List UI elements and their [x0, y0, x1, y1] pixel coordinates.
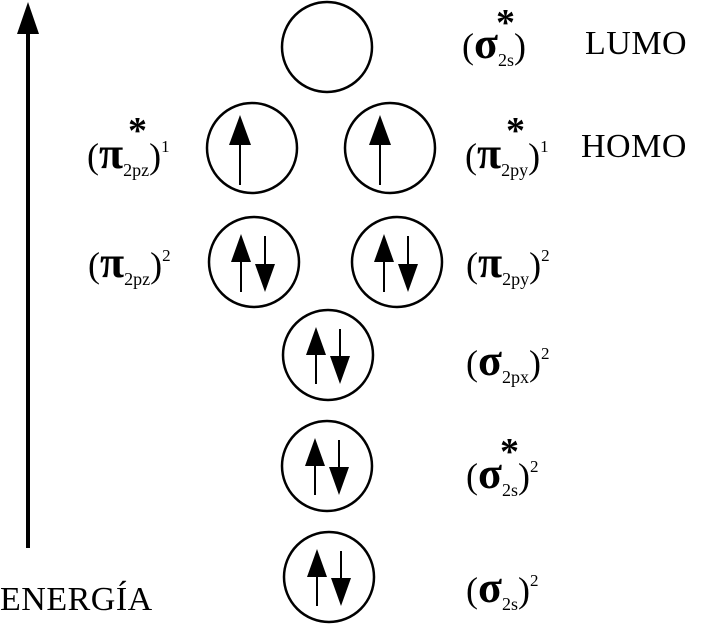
orbital-label-pi-2pz: (π2pz)2: [88, 238, 171, 290]
orbital-label-pi-star-2pz: (π2pz)1: [87, 129, 170, 181]
orbital-circle-pi-2pz: [207, 215, 301, 309]
electron-down-sigma-2s: [331, 551, 351, 606]
lumo-label: LUMO: [585, 25, 688, 62]
orbital-circle-sigma-star-2s: [280, 419, 374, 513]
orbital-circle-pi-star-2pz: [205, 101, 299, 195]
orbital-label-sigma-2px: (σ2px)2: [466, 336, 550, 388]
orbital-label-sigma-2s: (σ2s)2: [466, 563, 539, 615]
energy-axis-arrow: [17, 2, 39, 548]
energy-axis-label: ENERGÍA: [0, 581, 153, 618]
orbital-label-pi-star-2py: (π2py)1: [465, 129, 549, 181]
electron-down-sigma-2px: [330, 329, 350, 384]
homo-label: HOMO: [581, 128, 687, 165]
orbital-label-pi-2py: (π2py)2: [466, 238, 550, 290]
electron-down-pi-2py: [398, 236, 418, 292]
antibonding-star-sigma-star-2s: *: [500, 431, 519, 473]
orbital-circle-pi-star-2py: [343, 101, 437, 195]
electron-up-sigma-2px: [306, 327, 326, 384]
electron-up-pi-2py: [374, 234, 394, 292]
electron-down-sigma-star-2s: [329, 440, 349, 495]
antibonding-star-pi-star-2py: *: [506, 110, 525, 152]
electron-up-pi-star-2py: [369, 115, 391, 185]
electron-up-sigma-star-2s: [305, 438, 325, 495]
electron-up-sigma-2s: [307, 549, 327, 606]
antibonding-star-sigma-star-2s-top: *: [496, 2, 515, 44]
orbital-circle-pi-2py: [350, 215, 444, 309]
orbital-circle-sigma-star-2s-top: [280, 0, 374, 94]
antibonding-star-pi-star-2pz: *: [128, 110, 147, 152]
electron-down-pi-2pz: [255, 236, 275, 292]
orbital-label-sigma-star-2s-top: (σ2s): [462, 19, 526, 71]
orbital-circle-sigma-2s: [282, 530, 376, 624]
orbital-circle-sigma-2px: [281, 308, 375, 402]
orbital-label-sigma-star-2s: (σ2s)2: [466, 449, 539, 501]
electron-up-pi-2pz: [231, 234, 251, 292]
electron-up-pi-star-2pz: [229, 115, 251, 185]
